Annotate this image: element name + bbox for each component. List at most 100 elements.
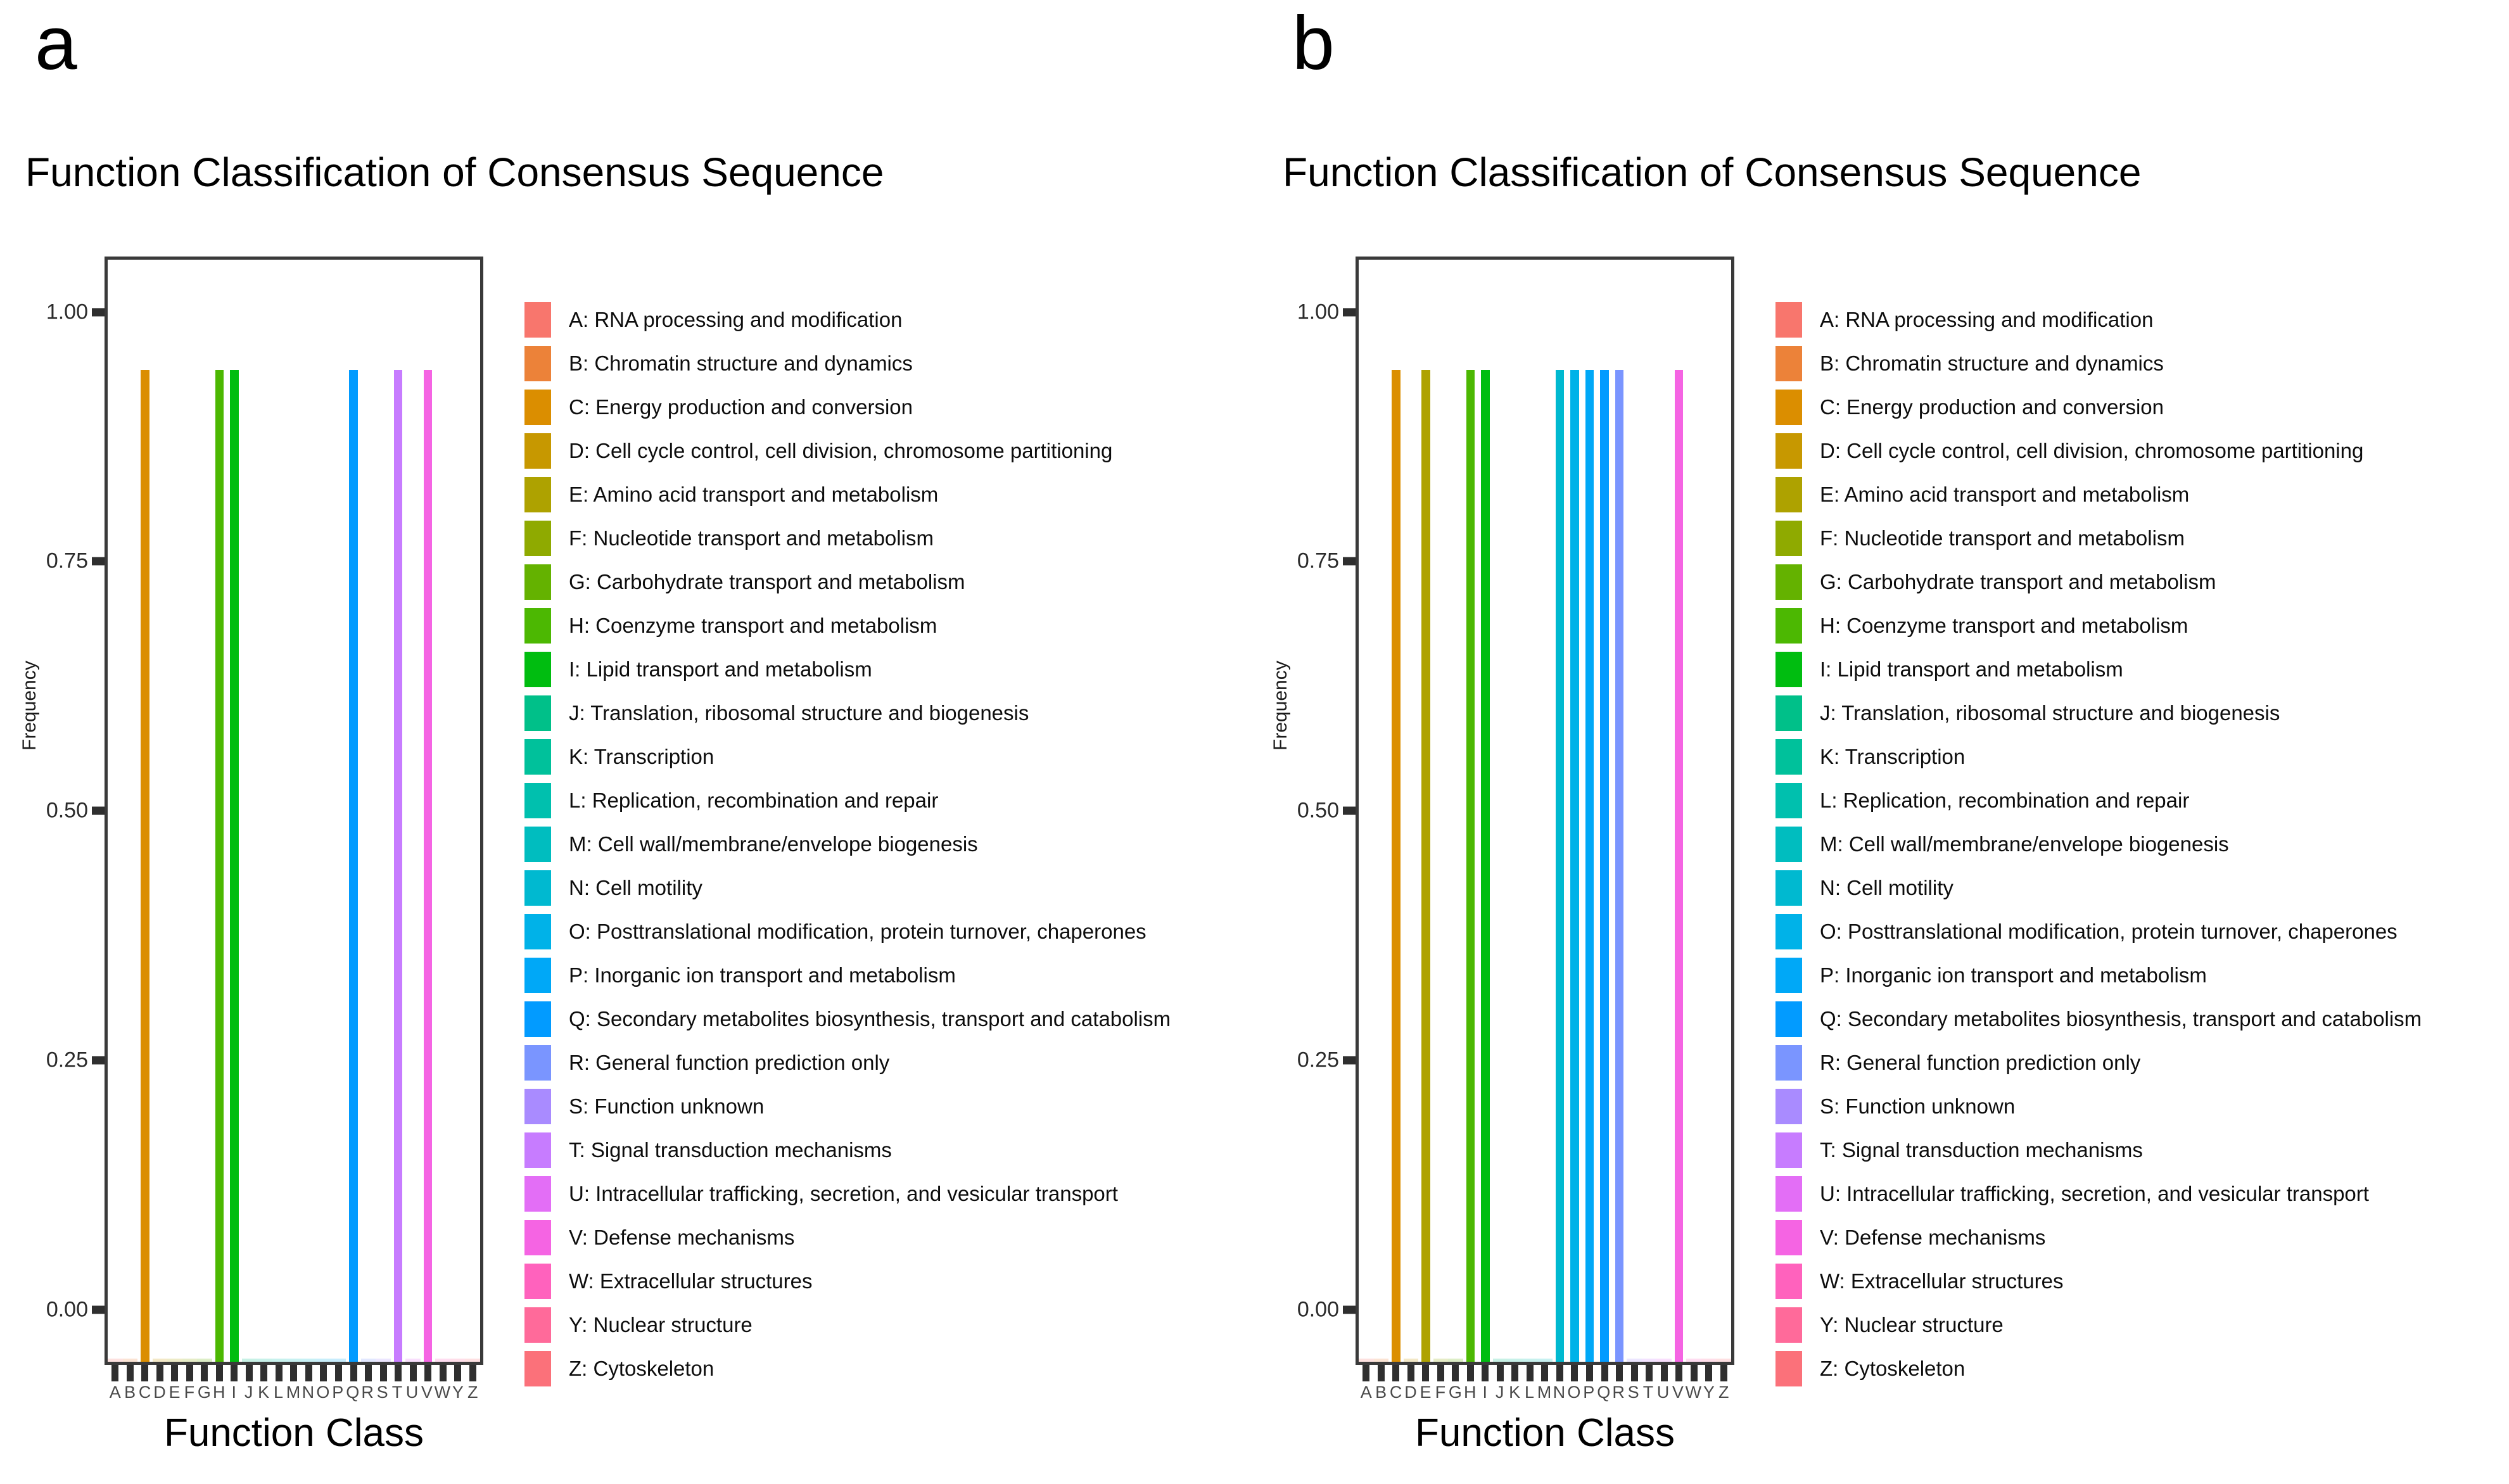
x-tick-label-U: U (405, 1383, 419, 1402)
x-tick-mark (395, 1365, 402, 1381)
x-tick-Z (1716, 1365, 1731, 1381)
x-tick-mark (1377, 1365, 1385, 1381)
legend-item-K: K: Transcription (1775, 735, 2485, 778)
x-tick-mark (1392, 1365, 1400, 1381)
x-tick-I (227, 1365, 242, 1381)
y-tick-mark (92, 806, 105, 815)
x-tick-label-G: G (197, 1383, 211, 1402)
legend-label-A: A: RNA processing and modification (569, 307, 903, 331)
legend-item-G: G: Carbohydrate transport and metabolism (1775, 560, 2485, 604)
bar-R (360, 1359, 376, 1362)
x-tick-I (1478, 1365, 1493, 1381)
legend-label-S: S: Function unknown (569, 1094, 765, 1118)
legend-label-E: E: Amino acid transport and metabolism (569, 482, 939, 506)
bar-U (405, 1359, 421, 1362)
x-tick-label-C: C (138, 1383, 151, 1402)
legend-swatch-L (1775, 782, 1802, 818)
legend-label-B: B: Chromatin structure and dynamics (1820, 351, 2164, 375)
legend-swatch-T (1775, 1132, 1802, 1168)
x-tick-label-E: E (168, 1383, 181, 1402)
bar-slot-G (1448, 260, 1463, 1362)
bar-I (230, 370, 239, 1362)
x-tick-Y (450, 1365, 466, 1381)
legend-item-Y: Y: Nuclear structure (524, 1303, 1234, 1347)
bar-Y (450, 1359, 466, 1362)
x-tick-mark (260, 1365, 268, 1381)
x-tick-mark (1362, 1365, 1370, 1381)
x-tick-R (361, 1365, 376, 1381)
x-tick-mark (171, 1365, 179, 1381)
legend-item-Q: Q: Secondary metabolites biosynthesis, t… (1775, 997, 2485, 1041)
legend-item-W: W: Extracellular structures (524, 1259, 1234, 1303)
x-tick-mark (365, 1365, 372, 1381)
legend-item-T: T: Signal transduction mechanisms (524, 1128, 1234, 1172)
legend-swatch-E (524, 476, 551, 512)
x-tick-label-J: J (1495, 1383, 1504, 1402)
legend-swatch-J (524, 695, 551, 731)
x-tick-mark (424, 1365, 432, 1381)
bar-slot-C (137, 260, 153, 1362)
x-tick-label-J: J (244, 1383, 253, 1402)
x-tick-label-Z: Z (467, 1383, 478, 1402)
y-tick-label: 0.50 (1297, 798, 1339, 823)
bar-slot-F (1433, 260, 1449, 1362)
legend-label-P: P: Inorganic ion transport and metabolis… (569, 963, 956, 987)
bar-K (1508, 1359, 1523, 1362)
bar-slot-Q (346, 260, 361, 1362)
bar-N (1555, 370, 1565, 1362)
bar-I (1481, 370, 1490, 1362)
x-tick-mark (350, 1365, 357, 1381)
x-tick-label-T: T (391, 1383, 403, 1402)
x-tick-mark (1422, 1365, 1430, 1381)
legend-label-L: L: Replication, recombination and repair (1820, 788, 2190, 812)
x-tick-mark (201, 1365, 208, 1381)
x-tick-mark (141, 1365, 149, 1381)
x-tick-label-W: W (1685, 1383, 1702, 1402)
bar-slot-H (1463, 260, 1478, 1362)
legend-swatch-C (524, 389, 551, 425)
y-tick-label: 0.75 (46, 549, 88, 573)
legend-swatch-F (524, 520, 551, 556)
legend-item-S: S: Function unknown (1775, 1084, 2485, 1128)
y-tick-label: 0.00 (46, 1297, 88, 1321)
x-tick-label-I: I (1482, 1383, 1487, 1402)
bar-B (1373, 1359, 1389, 1362)
bar-slot-M (286, 260, 302, 1362)
bar-Z (1716, 1359, 1731, 1362)
legend-swatch-C (1775, 389, 1802, 425)
legend-item-N: N: Cell motility (524, 866, 1234, 910)
legend-label-A: A: RNA processing and modification (1820, 307, 2154, 331)
bar-slot-A (1359, 260, 1374, 1362)
x-tick-label-G: G (1448, 1383, 1462, 1402)
legend-swatch-H (1775, 607, 1802, 644)
bar-slot-B (1373, 260, 1389, 1362)
x-tick-D (1404, 1365, 1419, 1381)
legend-swatch-M (524, 826, 551, 862)
bar-N (301, 1359, 317, 1362)
x-tick-mark (409, 1365, 417, 1381)
x-tick-B (123, 1365, 138, 1381)
legend-label-I: I: Lipid transport and metabolism (569, 657, 872, 681)
bar-slot-O (316, 260, 331, 1362)
legend-swatch-O (1775, 913, 1802, 949)
bar-H (1466, 370, 1475, 1362)
legend-swatch-M (1775, 826, 1802, 862)
legend-swatch-K (1775, 739, 1802, 775)
legend-swatch-S (1775, 1088, 1802, 1124)
x-tick-M (1537, 1365, 1553, 1381)
y-tick-label: 1.00 (1297, 300, 1339, 324)
x-tick-mark (1705, 1365, 1713, 1381)
x-tick-mark (290, 1365, 298, 1381)
legend-item-R: R: General function prediction only (524, 1041, 1234, 1084)
bar-slot-Y (1701, 260, 1717, 1362)
legend-swatch-Z (524, 1350, 551, 1386)
panel-letter-b: b (1292, 1, 1335, 86)
legend-item-K: K: Transcription (524, 735, 1234, 778)
legend-swatch-Q (1775, 1001, 1802, 1037)
x-tick-S (376, 1365, 391, 1381)
bar-slot-Q (1597, 260, 1612, 1362)
legend-item-S: S: Function unknown (524, 1084, 1234, 1128)
legend-item-F: F: Nucleotide transport and metabolism (524, 516, 1234, 560)
